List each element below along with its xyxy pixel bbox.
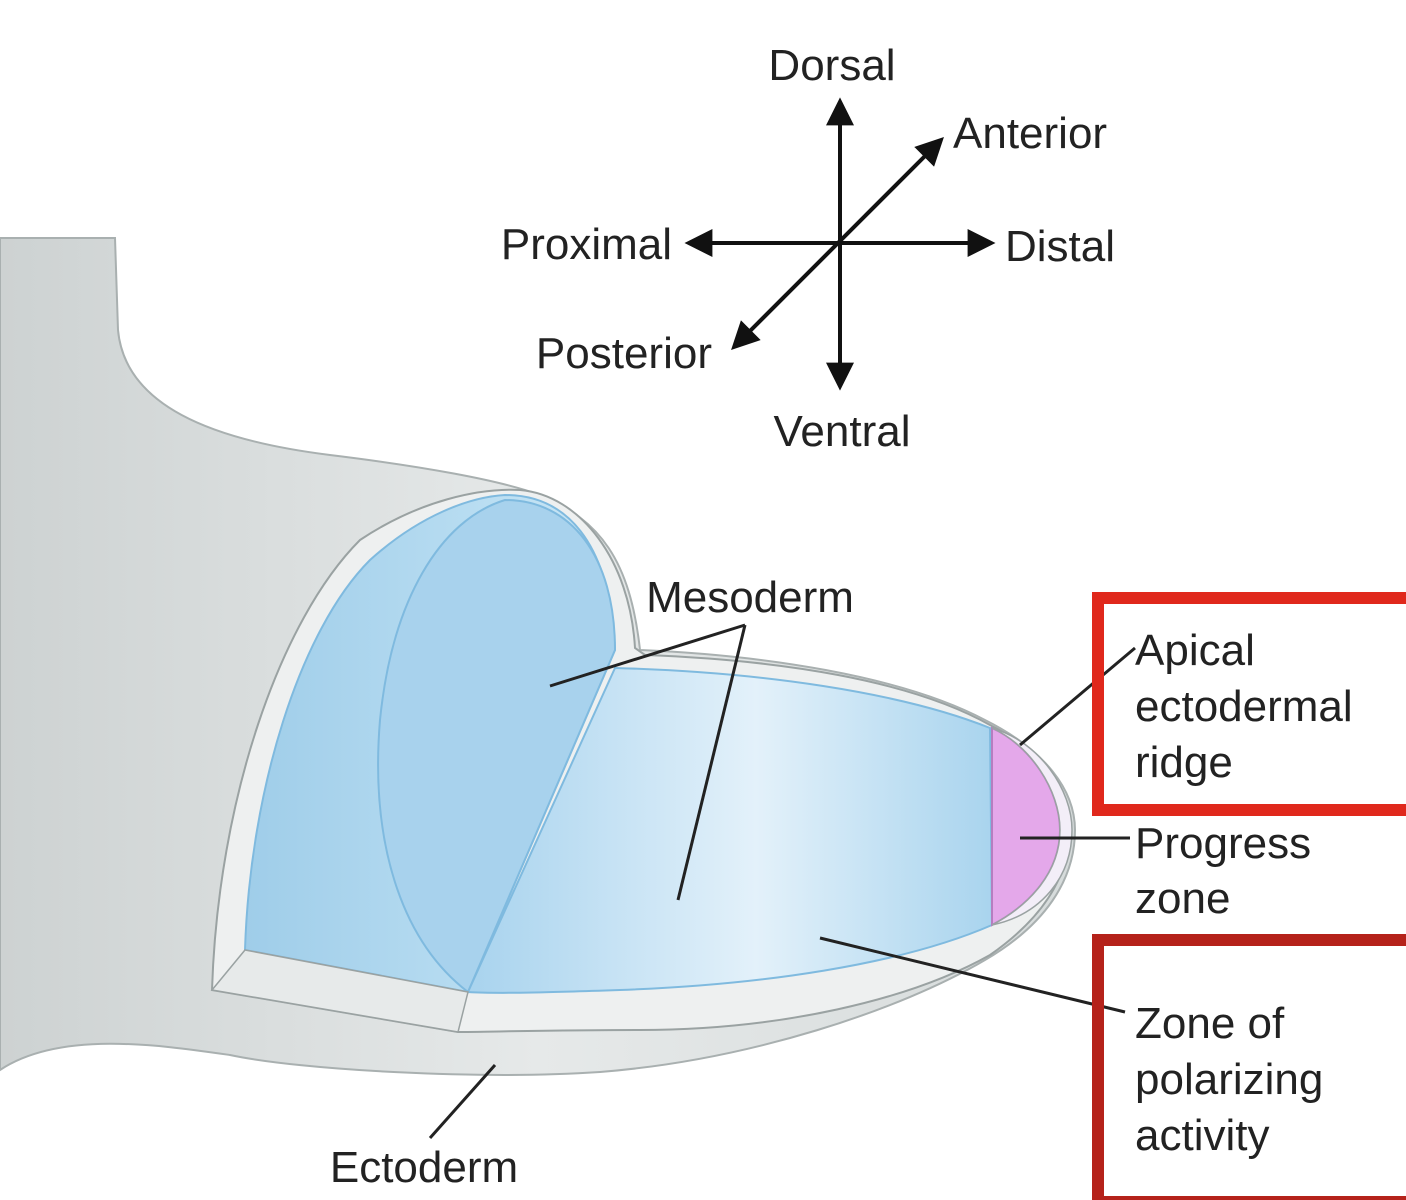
mesoderm-cut-ellipse	[377, 498, 617, 994]
lower-cut-facet	[210, 949, 469, 1033]
aer-label-line-3: ridge	[1135, 738, 1233, 787]
progress-zone-label-line-2: zone	[1135, 874, 1230, 923]
aer-leader	[1019, 646, 1136, 747]
apical-ectodermal-ridge-region	[991, 727, 1073, 926]
distal-label: Distal	[1005, 222, 1115, 271]
mesoderm-body	[210, 493, 994, 1033]
mesoderm-leader-left	[549, 623, 746, 688]
aer-label-line-1: Apical	[1135, 626, 1255, 675]
ectoderm-label: Ectoderm	[330, 1143, 518, 1192]
anterior-label: Anterior	[953, 109, 1107, 158]
ventral-label: Ventral	[774, 407, 911, 456]
zpa-highlight-box	[1092, 934, 1406, 1200]
zpa-label-line-3: activity	[1135, 1111, 1269, 1160]
anterior-posterior-arrow	[731, 137, 944, 350]
zpa-leader	[819, 936, 1126, 1014]
aer-label-line-2: ectodermal	[1135, 682, 1353, 731]
posterior-label: Posterior	[536, 329, 712, 378]
mesoderm-inner	[466, 666, 994, 994]
dorsal-label: Dorsal	[768, 41, 895, 90]
mesoderm-label: Mesoderm	[646, 573, 854, 622]
leader-lines	[428, 623, 1136, 1139]
orientation-axes	[684, 97, 996, 391]
proximal-label: Proximal	[501, 220, 672, 269]
ectoderm-leader	[428, 1064, 497, 1139]
mesoderm-leader-right	[676, 624, 747, 901]
zpa-label-line-2: polarizing	[1135, 1055, 1323, 1104]
progress-zone-label-line-1: Progress	[1135, 819, 1311, 868]
aer-highlight-box	[1092, 592, 1406, 816]
zpa-label-line-1: Zone of	[1135, 999, 1285, 1048]
